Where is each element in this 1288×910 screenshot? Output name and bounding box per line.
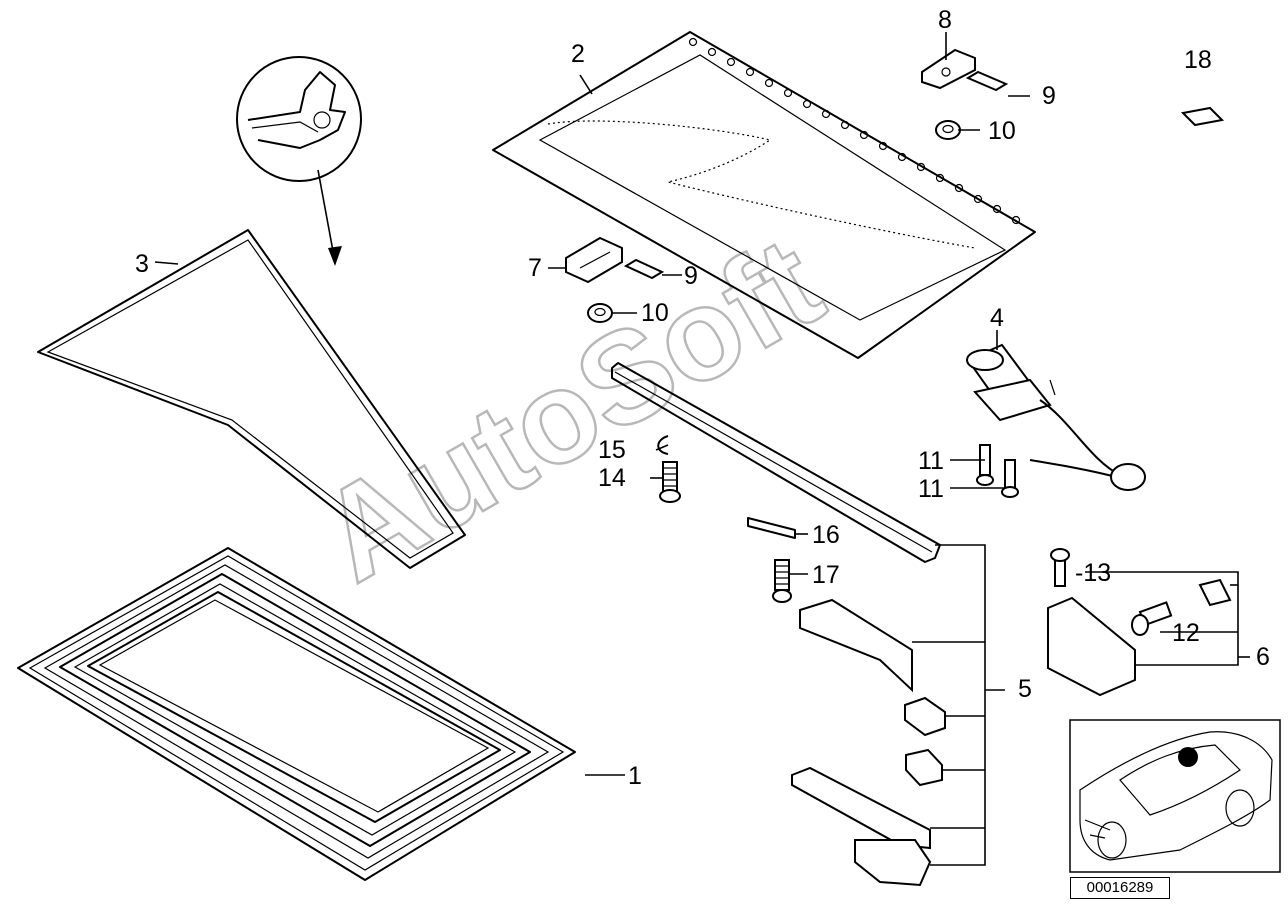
callout-10-top: 10: [988, 117, 1016, 145]
callout-18: 18: [1184, 46, 1212, 74]
part-3-seal: [37, 229, 466, 569]
callout-8: 8: [938, 6, 952, 34]
part-8-clip: [921, 48, 976, 90]
car-location-thumbnail: [1069, 719, 1281, 873]
callout-9-mid: 9: [684, 262, 698, 290]
callout-10-mid: 10: [641, 299, 669, 327]
panel-holes: [688, 37, 1021, 225]
part-10-nut-mid: [587, 303, 613, 323]
callout-15: 15: [598, 436, 626, 464]
callout-13: -13: [1075, 559, 1111, 587]
callout-9-top: 9: [1042, 82, 1056, 110]
callout-11-b: 11: [918, 475, 944, 503]
part-12-bolt: [1131, 601, 1173, 636]
part-14-screw: [659, 461, 681, 503]
part-5-lever: [791, 766, 931, 850]
callout-7: 7: [528, 254, 542, 282]
callout-5: 5: [1018, 675, 1032, 703]
part-5-bracket: [854, 839, 932, 887]
part-15-clip-ring: [657, 435, 669, 455]
guide-rail: [611, 362, 941, 563]
callout-14: 14: [598, 464, 626, 492]
part-10-nut-top: [935, 120, 961, 140]
callout-6: 6: [1256, 643, 1270, 671]
callout-2: 2: [571, 40, 585, 68]
part-5-guide-block: [904, 696, 946, 737]
part-6-bracket: [1047, 596, 1136, 697]
part-6-clip: [1198, 578, 1232, 607]
seal-detail-circle: [236, 56, 362, 266]
part-9-strip-mid: [623, 258, 665, 280]
leader-lines: [154, 32, 1250, 866]
part-18-pad: [1180, 106, 1225, 127]
reference-number: 00016289: [1070, 877, 1170, 899]
part-13-screw: [1050, 548, 1070, 587]
part-9-strip-top: [965, 70, 1009, 92]
callout-11-a: 11: [918, 447, 944, 475]
part-2-glass-panel: [492, 31, 1036, 359]
part-11-screw-a: [976, 444, 994, 486]
part-7-clip: [565, 236, 623, 284]
part-4-motor: [966, 343, 1146, 491]
callout-12: 12: [1172, 619, 1200, 647]
callout-17: 17: [812, 561, 840, 589]
callout-4: 4: [990, 304, 1004, 332]
part-11-screw-b: [1001, 459, 1019, 498]
part-17-screw: [772, 559, 792, 603]
sunroof-location-dot: [1178, 747, 1198, 767]
callout-3: 3: [135, 250, 149, 278]
part-16-clip: [747, 517, 796, 539]
part-5-holder: [905, 748, 943, 787]
part-5-slider: [799, 598, 913, 693]
part-1-roof-frame: [17, 547, 576, 881]
callout-1: 1: [628, 762, 642, 790]
callout-16: 16: [812, 521, 840, 549]
